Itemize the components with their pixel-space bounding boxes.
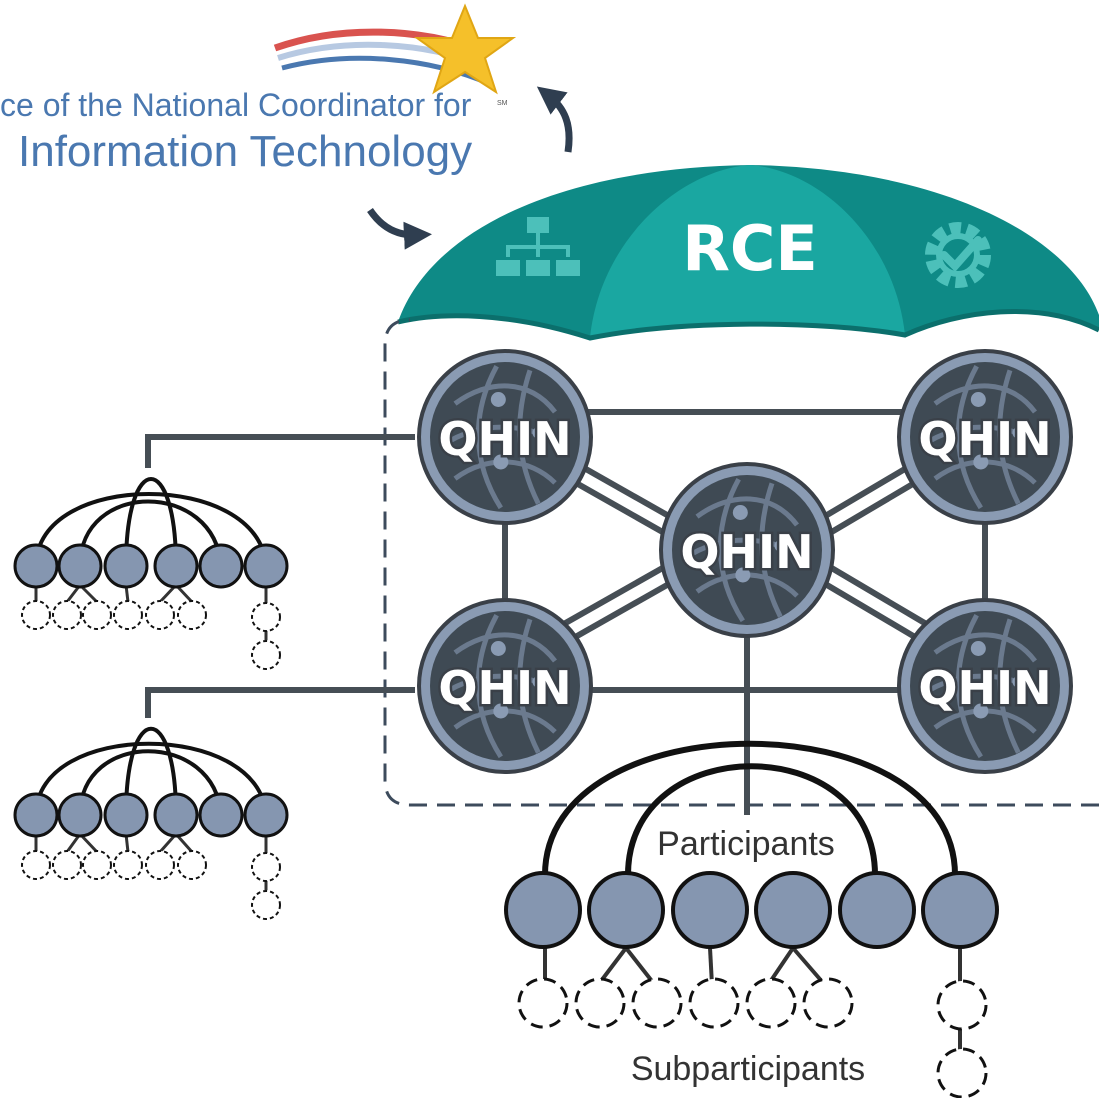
qhin-label: QHIN xyxy=(438,412,571,466)
subparticipants-label: Subparticipants xyxy=(631,1050,865,1088)
network-boundary xyxy=(383,318,1099,807)
gear-check-icon xyxy=(925,222,991,288)
logo-swoosh-blue xyxy=(281,55,491,87)
qhin-label: QHIN xyxy=(918,412,1051,466)
qhin-label: QHIN xyxy=(918,661,1051,715)
participant-cluster xyxy=(13,727,289,920)
participant-cluster xyxy=(13,477,289,670)
qhin-label: QHIN xyxy=(438,661,571,715)
logo-line2: Information Technology xyxy=(18,127,472,176)
participants-label: Participants xyxy=(657,825,835,863)
qhin-node: QHIN xyxy=(659,462,835,638)
logo-line1: ce of the National Coordinator for xyxy=(0,87,472,123)
participant-cluster-main: Participants Subparticipants xyxy=(504,740,999,1098)
rce-label: RCE xyxy=(682,212,818,285)
arrow-to-umbrella-icon xyxy=(367,207,432,250)
rce-umbrella: RCE xyxy=(397,165,1099,341)
logo-trademark: SM xyxy=(497,100,508,107)
logo-star-icon xyxy=(413,3,517,95)
qhin-label: QHIN xyxy=(680,525,813,579)
arrow-to-logo-icon xyxy=(536,86,573,153)
org-chart-icon xyxy=(496,217,580,276)
qhin-node: QHIN xyxy=(417,598,593,774)
onc-logo: SM ce of the National Coordinator for In… xyxy=(0,3,517,176)
qhin-node: QHIN xyxy=(417,349,593,525)
qhin-node: QHIN xyxy=(897,349,1073,525)
qhin-node: QHIN xyxy=(897,598,1073,774)
